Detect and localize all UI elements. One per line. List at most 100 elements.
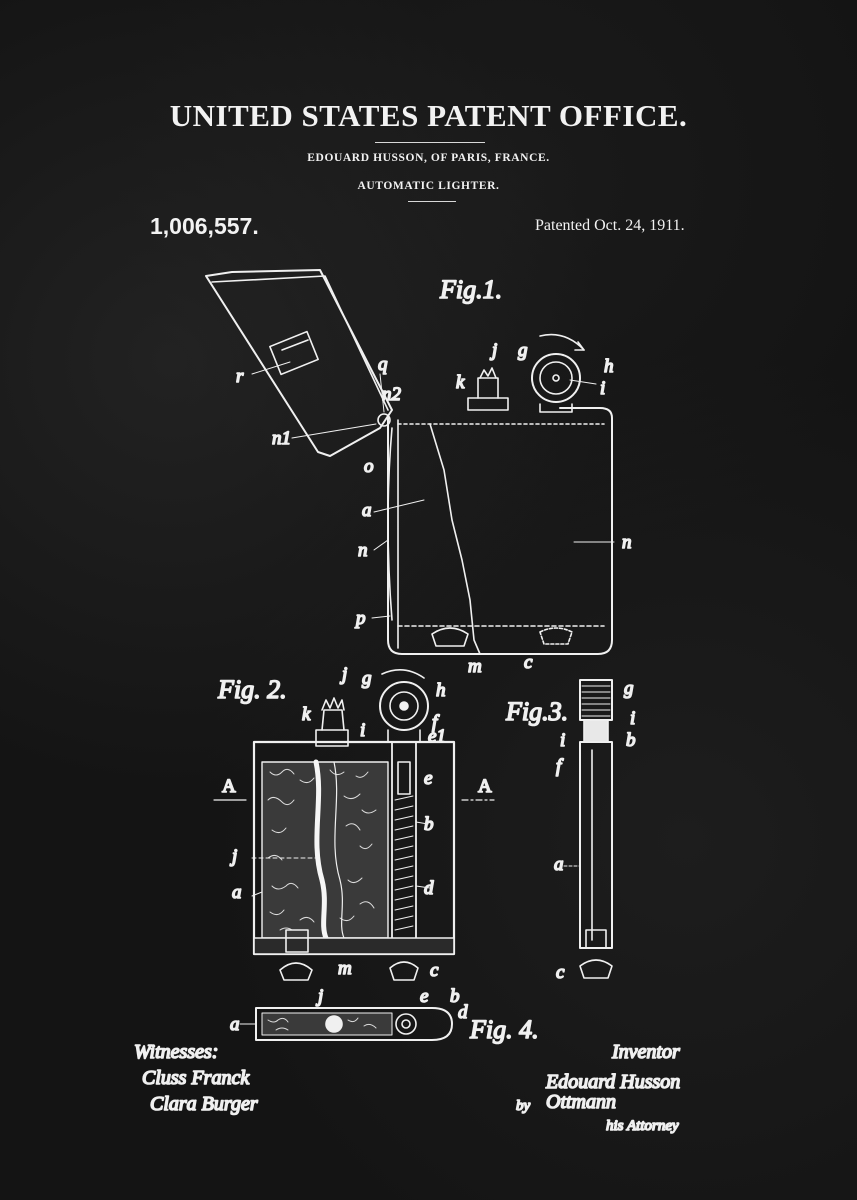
fig1-leader-n: [373, 539, 389, 551]
figure-3: Fig.3. g i i b f a c: [504, 677, 636, 984]
fig1-ref-n2: n2: [382, 384, 402, 405]
fig1-spring: [387, 427, 393, 621]
fig1-wheel: [531, 353, 581, 403]
fig1-wheel-bracket: [539, 403, 573, 413]
fig4-ref-a: a: [230, 1014, 240, 1035]
fig3-ref-i-left: i: [560, 730, 565, 751]
by-label: by: [516, 1098, 531, 1114]
fig2-ref-m: m: [338, 958, 352, 979]
fig2-ref-e1: e1: [428, 726, 446, 747]
fig1-case: [387, 407, 613, 655]
fig2-ref-a: a: [232, 882, 242, 903]
fig2-ref-b: b: [424, 814, 434, 835]
fig3-label: Fig.3.: [505, 697, 568, 726]
fig1-leader-r: [251, 361, 291, 375]
fig1-foot-left: [431, 627, 469, 647]
fig1-ref-i: i: [600, 378, 605, 399]
fig1-ref-n: n: [358, 540, 368, 561]
fig4-ref-e: e: [420, 986, 428, 1007]
fig1-ref-g: g: [518, 340, 528, 361]
fig4-ref-j: j: [315, 986, 323, 1007]
fig2-wheel-bracket: [387, 729, 421, 743]
fig1-label: Fig.1.: [439, 275, 502, 304]
fig2-wick-edge: [333, 761, 345, 939]
fig4-outline: [255, 1007, 453, 1041]
fig1-lid-inner: [211, 275, 389, 411]
fig1-lid-clip-line: [281, 339, 309, 351]
fig2-spring-coils: [394, 795, 414, 931]
inventor-line: EDOUARD HUSSON, OF PARIS, FRANCE.: [307, 152, 550, 164]
fig3-ref-b: b: [626, 730, 636, 751]
fig3-wheel-knurl: [581, 685, 611, 717]
fig2-foot-left: [279, 962, 313, 981]
fig2-leader-a: [251, 891, 263, 897]
fig1-ref-r: r: [236, 366, 244, 387]
fig2-wick: [313, 759, 329, 941]
inventor-signature: Edouard Husson: [545, 1071, 680, 1093]
fig2-ref-A-left: A: [222, 776, 236, 797]
figure-4: Fig. 4. j e b d a: [229, 985, 539, 1045]
fig4-flint: [401, 1019, 411, 1029]
fig1-ref-c: c: [524, 652, 533, 673]
fig1-hinge: [377, 413, 391, 427]
fig3-foot: [579, 959, 613, 979]
witness-1-signature: Cluss Franck: [142, 1067, 250, 1089]
fig2-wick-tube: [321, 709, 345, 731]
fig1-cutaway: [429, 423, 481, 655]
fig2-rotation-arrow: [381, 669, 425, 679]
fig1-ref-q: q: [378, 354, 388, 375]
title-rule: [375, 142, 485, 143]
fig2-ref-e: e: [424, 768, 432, 789]
fig2-label: Fig. 2.: [217, 675, 287, 704]
fig1-ref-p: p: [354, 608, 366, 629]
fig1-lid-clip: [269, 330, 319, 376]
patent-number: 1,006,557.: [150, 213, 259, 239]
fig1-leader-a: [373, 499, 425, 513]
fig2-ref-j: j: [339, 664, 347, 685]
fig2-ref-h: h: [436, 680, 446, 701]
fig2-ref-c: c: [430, 960, 439, 981]
fig3-ref-f: f: [556, 756, 564, 777]
fig4-label: Fig. 4.: [469, 1015, 539, 1044]
figure-2: Fig. 2.: [213, 663, 495, 982]
inventor-label: Inventor: [611, 1041, 680, 1063]
fig1-ref-n-right: n: [622, 532, 632, 553]
fig1-rotation-arrowhead: [574, 341, 585, 351]
fig1-leader-i: [569, 379, 597, 385]
fig1-lid: [205, 269, 393, 457]
patent-date: Patented Oct. 24, 1911.: [535, 217, 685, 234]
fig2-wheel-inner: [389, 691, 419, 721]
fig3-bracket: [583, 719, 609, 743]
fig2-ref-i: i: [360, 720, 365, 741]
fig1-ref-m: m: [468, 656, 482, 677]
fig2-ref-g: g: [362, 668, 372, 689]
attorney-signature: Ottmann: [546, 1091, 616, 1113]
office-title: UNITED STATES PATENT OFFICE.: [169, 98, 688, 133]
fig4-wick: [325, 1015, 343, 1033]
fig4-ref-b: b: [450, 986, 460, 1007]
fig2-leader-b: [415, 821, 429, 825]
fig1-ref-k: k: [456, 372, 465, 393]
fig3-ref-c: c: [556, 962, 565, 983]
fig3-ref-i-right: i: [630, 708, 635, 729]
fig3-ref-a: a: [554, 854, 564, 875]
fig3-case: [579, 741, 613, 949]
fig1-wheel-axle: [552, 374, 560, 382]
fig2-wheel: [379, 681, 429, 731]
title-rule-short: [408, 201, 456, 202]
fig2-wick-collar: [315, 729, 349, 747]
fig3-bottom-block: [585, 929, 607, 949]
fig1-ref-h: h: [604, 356, 614, 377]
fig3-ref-g: g: [624, 678, 634, 699]
fig4-texture: [267, 1017, 377, 1031]
fig4-ref-d: d: [458, 1002, 468, 1023]
fig2-flint: [397, 761, 411, 795]
witnesses-label: Witnesses:: [134, 1041, 218, 1063]
fig2-leader-d: [415, 885, 431, 889]
attorney-label: his Attorney: [606, 1118, 679, 1134]
figure-1: Fig.1.: [205, 269, 632, 678]
fig2-ref-j-side: j: [229, 846, 237, 867]
fig2-foot-right: [389, 961, 419, 981]
witness-2-signature: Clara Burger: [150, 1093, 258, 1115]
